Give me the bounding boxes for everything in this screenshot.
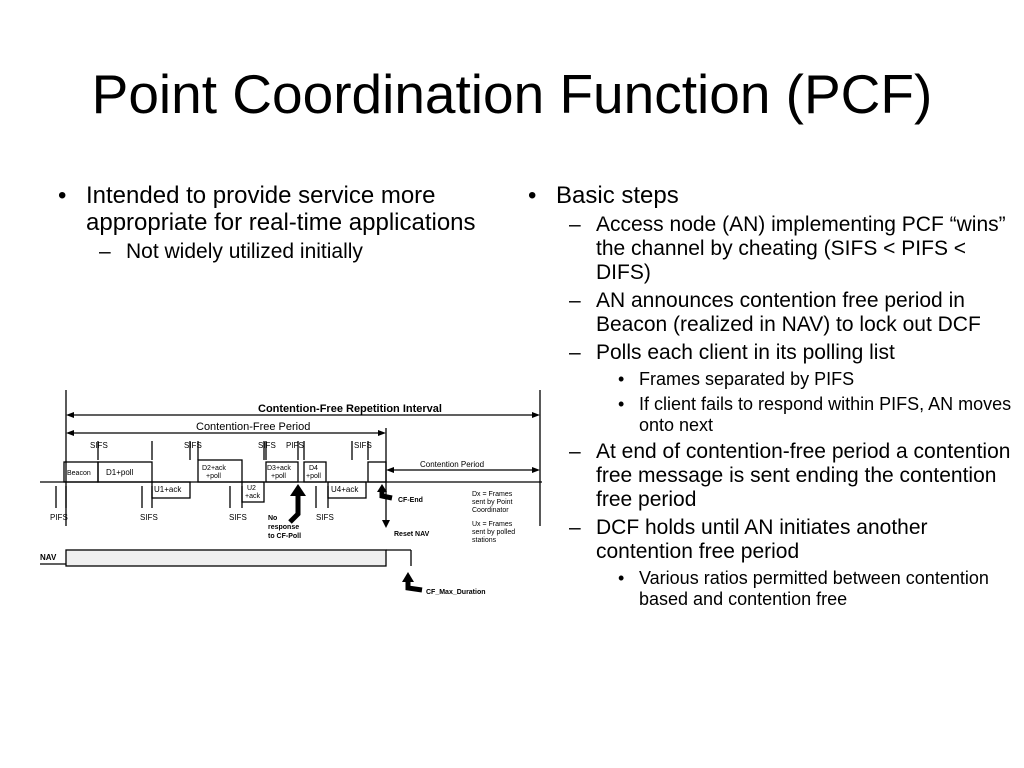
step-text: Access node (AN) implementing PCF “wins”…: [596, 213, 1006, 284]
u1-frame: U1+ack: [154, 485, 182, 494]
dash-marker: –: [99, 240, 111, 263]
u4-frame: U4+ack: [331, 485, 359, 494]
bullet-item: • Basic steps: [513, 182, 1013, 209]
step-text: AN announces contention free period in B…: [596, 289, 981, 336]
step-text: Polls each client in its polling list: [596, 341, 895, 364]
step-item: – Access node (AN) implementing PCF “win…: [513, 213, 1013, 285]
dash-marker: –: [569, 516, 581, 539]
dash-marker: –: [569, 341, 581, 364]
pifs-label: PIFS: [50, 513, 68, 522]
cfp-label: Contention-Free Period: [196, 421, 310, 433]
sub-step-text: If client fails to respond within PIFS, …: [639, 394, 1012, 435]
beacon-frame: Beacon: [67, 470, 91, 477]
cf-end-label: CF-End: [398, 497, 423, 504]
cp-label: Contention Period: [420, 460, 484, 469]
sifs-label: SIFS: [140, 513, 158, 522]
left-column: • Intended to provide service more appro…: [43, 182, 493, 264]
sifs-label: SIFS: [258, 441, 276, 450]
sifs-label: SIFS: [184, 441, 202, 450]
sub-step-text: Various ratios permitted between content…: [639, 568, 989, 609]
bullet-text: Intended to provide service more appropr…: [86, 182, 476, 236]
pcf-timing-diagram: Contention-Free Repetition Interval Cont…: [40, 390, 542, 596]
legend-line: Dx = Frames: [472, 491, 513, 498]
step-item: – At end of contention-free period a con…: [513, 440, 1013, 512]
cfri-label: Contention-Free Repetition Interval: [258, 403, 442, 415]
d3-frame: +poll: [271, 473, 286, 480]
right-column: • Basic steps – Access node (AN) impleme…: [513, 182, 1013, 610]
legend-line: Ux = Frames: [472, 521, 513, 528]
sub-step-item: • Various ratios permitted between conte…: [513, 568, 1013, 610]
step-text: DCF holds until AN initiates another con…: [596, 516, 928, 563]
legend-line: sent by Point: [472, 499, 513, 506]
sub-bullet-item: – Not widely utilized initially: [43, 240, 493, 264]
d3-frame: D3+ack: [267, 465, 291, 472]
u2-frame: U2: [247, 485, 256, 492]
sub-step-text: Frames separated by PIFS: [639, 369, 855, 389]
step-item: – AN announces contention free period in…: [513, 289, 1013, 337]
sub-bullet-text: Not widely utilized initially: [126, 240, 363, 263]
bullet-marker: •: [618, 568, 625, 588]
bullet-marker: •: [528, 182, 537, 209]
sifs-label: SIFS: [229, 513, 247, 522]
legend-line: Coordinator: [472, 507, 509, 514]
dash-marker: –: [569, 213, 581, 236]
sifs-label: SIFS: [316, 513, 334, 522]
bullet-marker: •: [618, 369, 625, 389]
dash-marker: –: [569, 440, 581, 463]
bullet-marker: •: [58, 182, 67, 209]
d4-frame: +poll: [306, 473, 321, 480]
sub-step-item: • If client fails to respond within PIFS…: [513, 394, 1013, 436]
no-response-label: to CF-Poll: [268, 533, 301, 540]
sub-step-item: • Frames separated by PIFS: [513, 369, 1013, 390]
d4-frame: D4: [309, 465, 318, 472]
cf-max-duration-label: CF_Max_Duration: [426, 589, 486, 596]
slide-title: Point Coordination Function (PCF): [91, 63, 933, 125]
bullet-text: Basic steps: [556, 182, 679, 209]
legend-line: sent by polled: [472, 529, 515, 536]
u2-frame: +ack: [245, 493, 260, 500]
d1-frame: D1+poll: [106, 468, 134, 477]
d2-frame: +poll: [206, 473, 221, 480]
step-item: – DCF holds until AN initiates another c…: [513, 516, 1013, 564]
sifs-label: SIFS: [354, 441, 372, 450]
no-response-label: No: [268, 515, 277, 522]
reset-nav-label: Reset NAV: [394, 531, 430, 538]
nav-label: NAV: [40, 553, 57, 562]
step-item: – Polls each client in its polling list: [513, 341, 1013, 365]
pifs-label: PIFS: [286, 441, 304, 450]
d2-frame: D2+ack: [202, 465, 226, 472]
bullet-item: • Intended to provide service more appro…: [43, 182, 493, 236]
sifs-label: SIFS: [90, 441, 108, 450]
bullet-marker: •: [618, 394, 625, 414]
legend-line: stations: [472, 537, 497, 544]
dash-marker: –: [569, 289, 581, 312]
step-text: At end of contention-free period a conte…: [596, 440, 1011, 511]
no-response-label: response: [268, 524, 299, 531]
